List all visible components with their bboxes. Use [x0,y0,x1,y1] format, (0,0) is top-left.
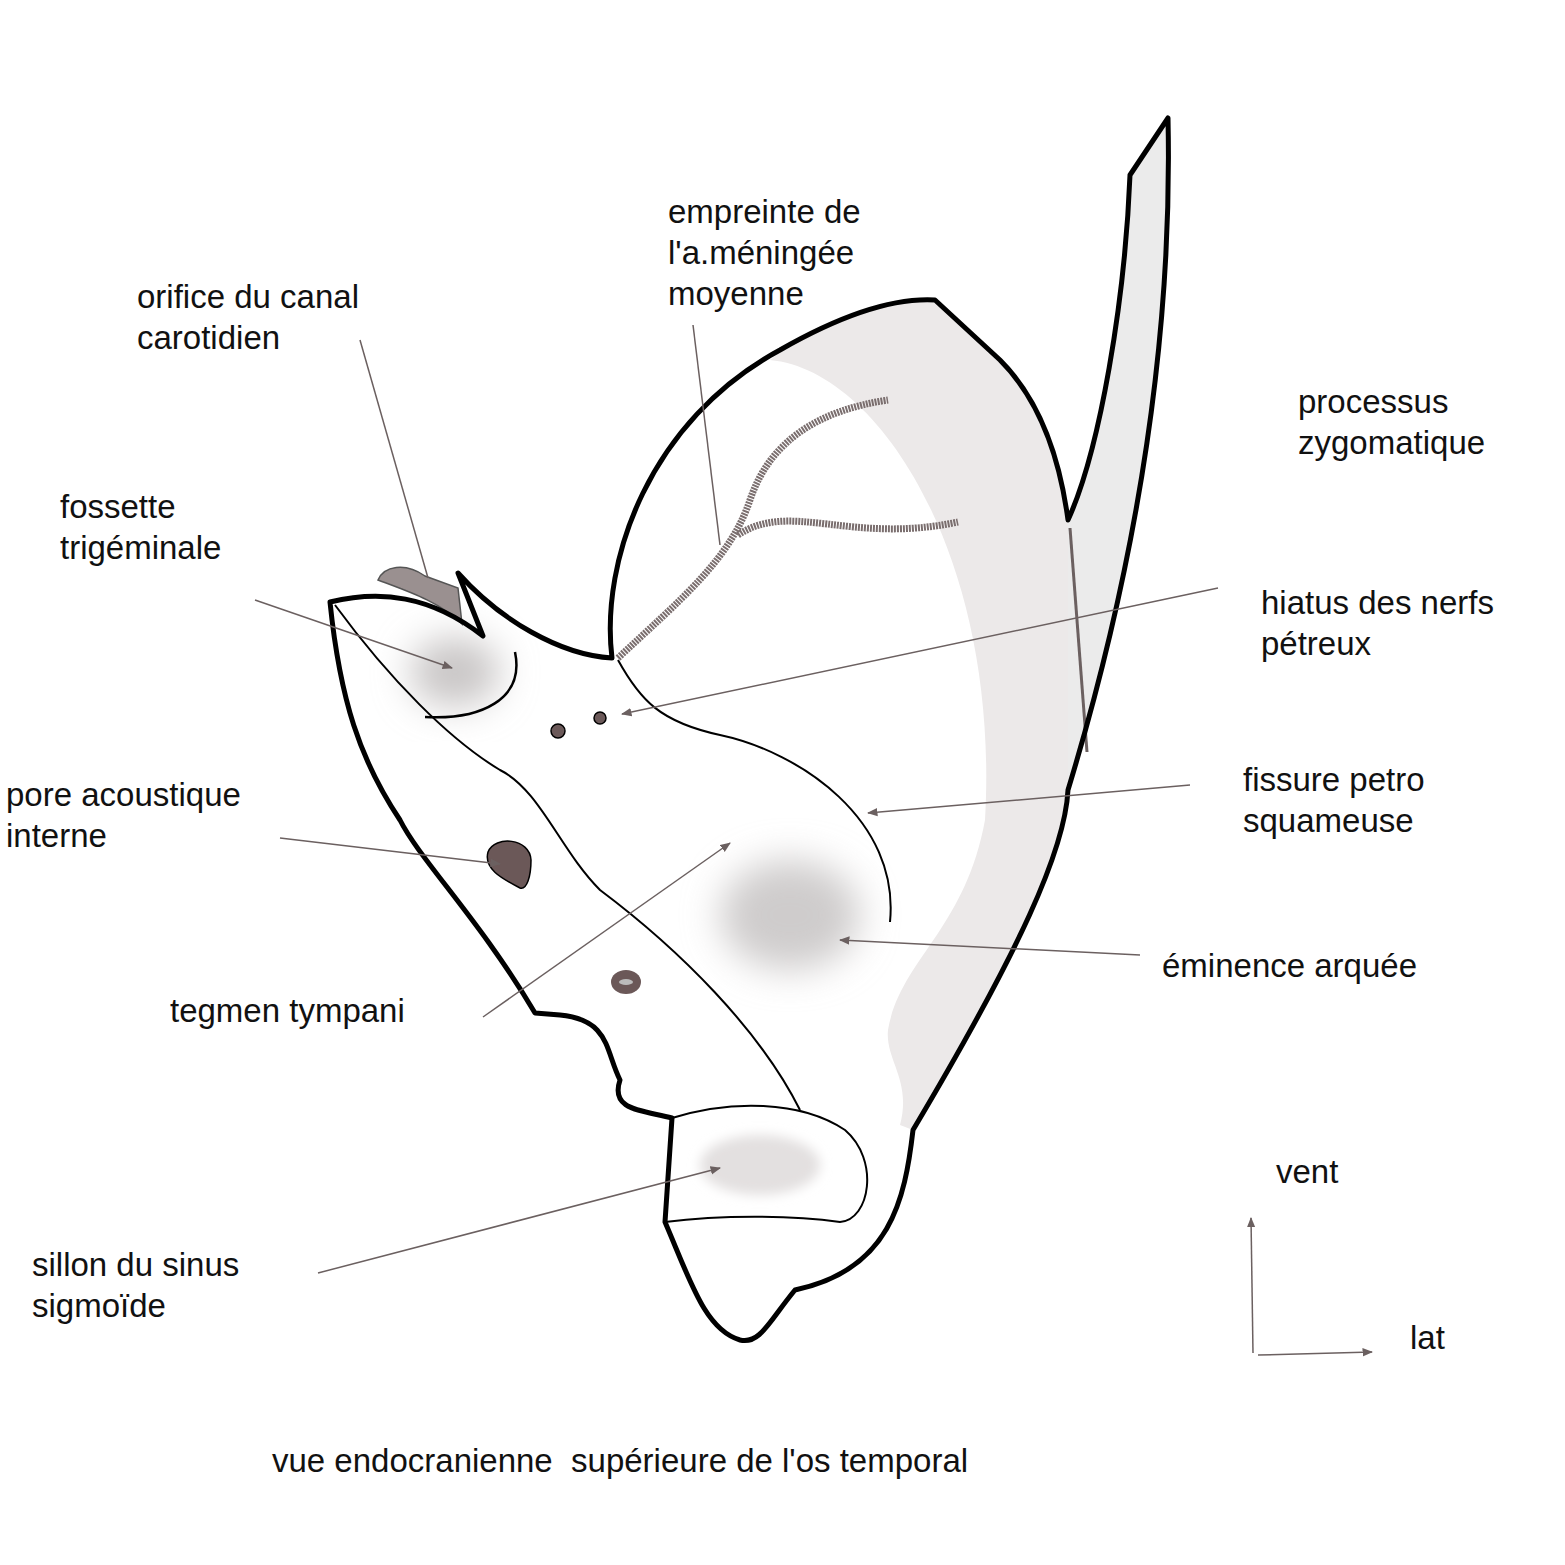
leader-line [868,785,1190,813]
petrous-ridge [335,605,800,1110]
part-label: processus zygomatique [1298,381,1538,463]
part-label: sillon du sinus sigmoïde [32,1244,294,1326]
part-label: fossette trigéminale [60,486,270,568]
caption: vue endocranienne supérieure de l'os tem… [272,1440,968,1481]
axis-arrow [1251,1218,1253,1353]
fossa-outline [425,652,516,717]
part-label: empreinte de l'a.méningée moyenne [668,191,958,314]
part-label: vent [1276,1151,1338,1192]
small-foramen [611,970,641,994]
leader-line [318,1168,720,1273]
leader-line [840,940,1140,955]
leader-line [280,838,500,864]
sinus-shadow [700,1135,820,1195]
small-foramen [619,979,633,985]
suture-line [1070,528,1087,752]
part-label: éminence arquée [1162,945,1417,986]
zygomatic-fill [1068,118,1168,790]
meningeal-groove [738,521,958,535]
acoustic-pore [487,841,531,888]
leader-line [360,340,428,578]
bone-fill [330,118,1168,1341]
part-label: tegmen tympani [170,990,405,1031]
leader-lines [255,325,1372,1355]
leader-line [622,588,1218,714]
part-label: hiatus des nerfs pétreux [1261,582,1506,664]
leader-line [483,843,730,1017]
part-label: orifice du canal carotidien [137,276,427,358]
eminence-shadow [720,860,860,970]
leader-line [693,325,720,545]
part-label: lat [1410,1317,1445,1358]
petrosal-hiatus [551,724,565,738]
fissure-line [618,660,891,922]
axis-arrow [1258,1352,1372,1355]
petrosal-hiatus [594,712,606,724]
part-label: fissure petro squameuse [1243,759,1555,841]
fossa-shadow [410,637,500,707]
part-label: pore acoustique interne [6,774,301,856]
sinus-groove [665,1106,867,1222]
leader-line [255,600,452,668]
bone-outline [330,118,1168,1341]
